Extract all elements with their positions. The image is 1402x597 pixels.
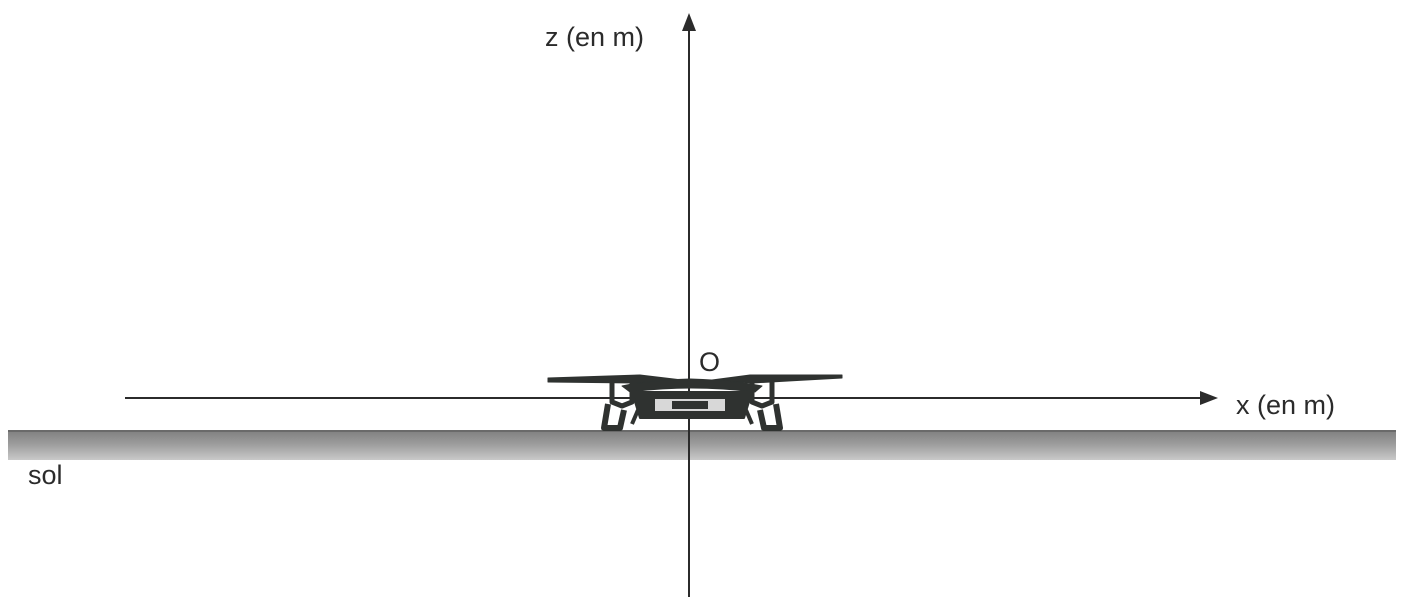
quadcopter-drone-icon [547,374,843,431]
left-leg [601,403,627,431]
left-inner-leg [630,409,640,425]
right-inner-leg [744,409,754,425]
z-axis [682,13,696,597]
origin-label: O [699,347,720,377]
z-axis-arrow-icon [682,13,696,31]
left-motor [609,377,635,409]
x-axis-label: x (en m) [1236,390,1335,420]
right-motor [749,377,775,409]
ground [8,430,1396,460]
ground-label: sol [28,460,63,490]
ground-band [8,430,1396,460]
right-leg [757,403,783,431]
drone-shell [621,378,763,393]
x-axis-arrow-icon [1200,391,1218,405]
z-axis-label: z (en m) [545,22,644,52]
